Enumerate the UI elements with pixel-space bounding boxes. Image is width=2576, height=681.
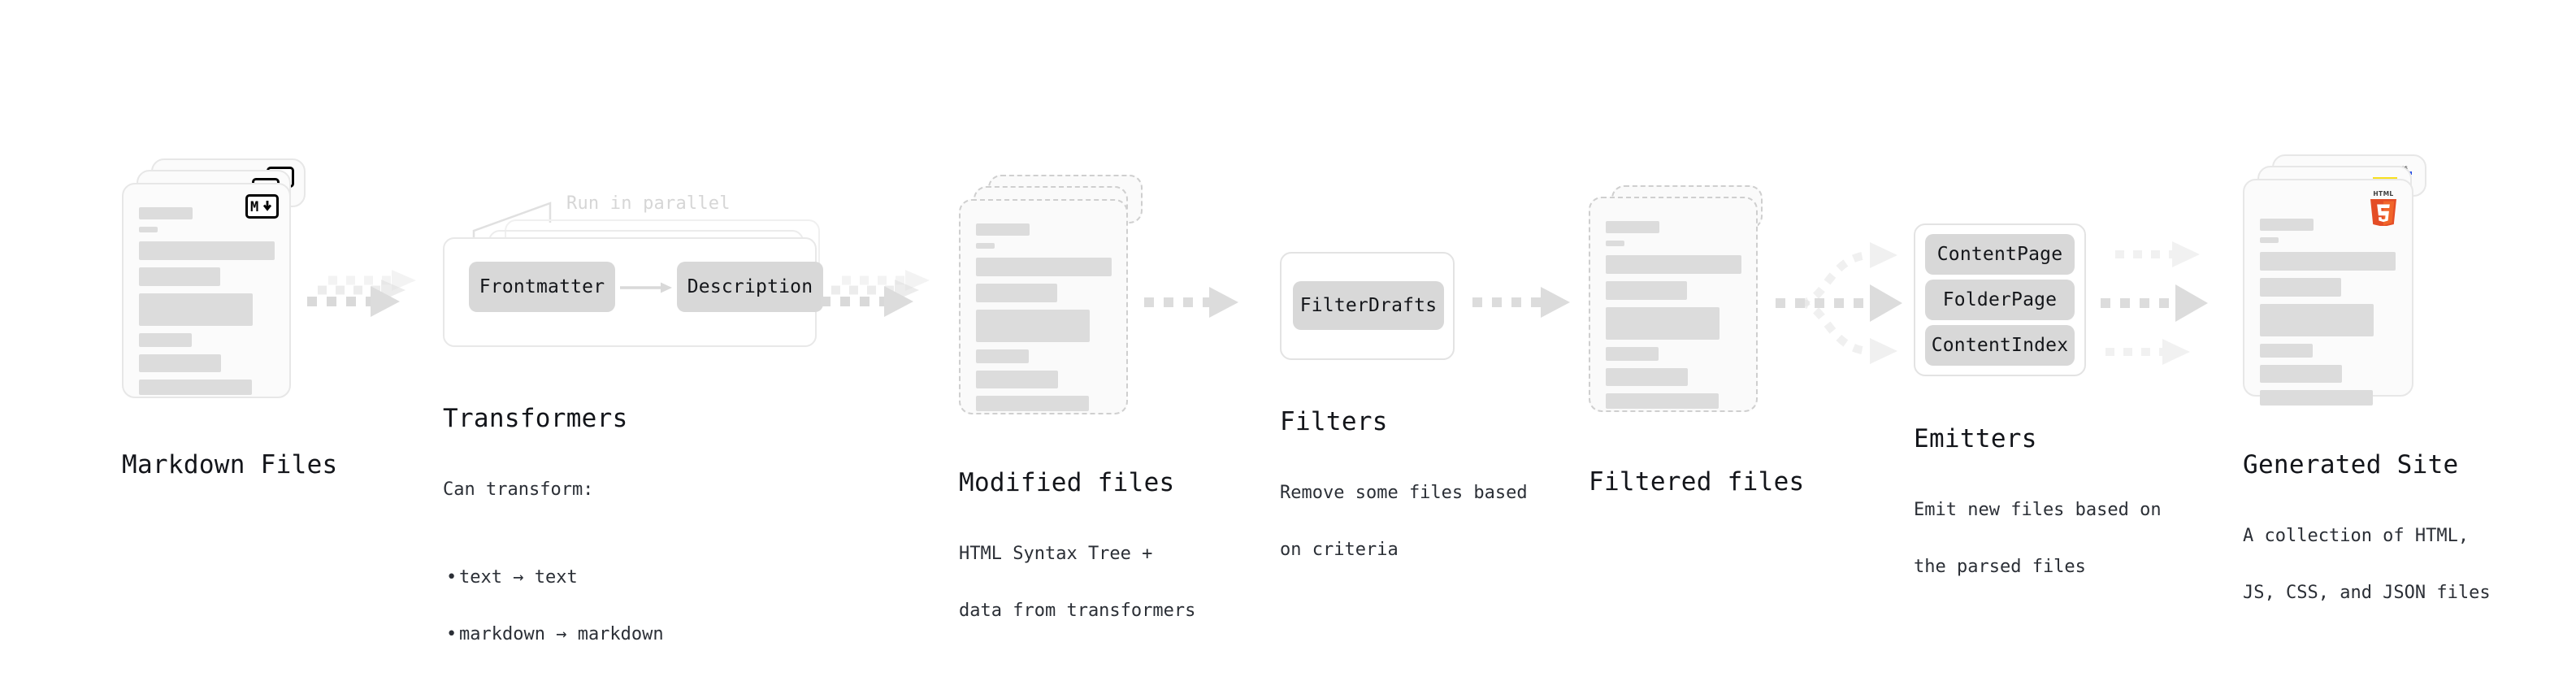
modified-card-stack — [959, 175, 1146, 419]
transformers-bullet: markdown → markdown — [443, 622, 768, 648]
emitters-description-line1: Emit new files based on — [1914, 499, 2162, 520]
generated-site-caption: Generated Site A collection of HTML, JS,… — [2243, 419, 2535, 637]
transformers-bullet-list: text → text markdown → markdown html → h… — [443, 534, 768, 681]
html5-icon: HTML — [2366, 189, 2400, 226]
transformer-arrow — [620, 282, 672, 293]
connector-emitters-to-site — [2101, 228, 2263, 382]
markdown-files-label: Markdown Files — [122, 450, 338, 479]
filtered-files-caption: Filtered files — [1589, 436, 1805, 529]
filters-label: Filters — [1280, 407, 1388, 436]
site-card-stack: CSS HTML — [2243, 154, 2446, 414]
svg-text:M: M — [250, 199, 258, 214]
transformers-caption: Transformers Can transform: text → text … — [443, 372, 768, 681]
generated-site-label: Generated Site — [2243, 450, 2459, 479]
stage-markdown-files: M M M — [122, 158, 337, 479]
modified-files-description-line1: HTML Syntax Tree + — [959, 543, 1153, 564]
svg-text:HTML: HTML — [2373, 190, 2393, 197]
filter-node-filterdrafts[interactable]: FilterDrafts — [1293, 281, 1444, 330]
transformers-label: Transformers — [443, 404, 628, 433]
transformer-node-description[interactable]: Description — [677, 262, 823, 312]
connector-markdown-to-transformers — [307, 268, 453, 341]
modified-files-label: Modified files — [959, 468, 1175, 497]
transformers-bullet: text → text — [443, 565, 768, 591]
filtered-card-front — [1589, 197, 1758, 412]
transformers-bullet: html → html — [443, 678, 768, 681]
connector-filters-to-filtered — [1472, 286, 1602, 327]
generated-site-description-line2: JS, CSS, and JSON files — [2243, 582, 2491, 603]
modified-files-caption: Modified files HTML Syntax Tree + data f… — [959, 436, 1235, 655]
stage-generated-site: CSS HTML — [2243, 154, 2491, 603]
run-in-parallel-label: Run in parallel — [566, 193, 731, 214]
modified-files-description-line2: data from transformers — [959, 600, 1196, 621]
modified-card-front — [959, 199, 1128, 414]
filters-caption: Filters Remove some files based on crite… — [1280, 375, 1548, 594]
filtered-files-label: Filtered files — [1589, 467, 1805, 497]
filtered-card-stack — [1589, 185, 1776, 429]
transformers-intro: Can transform: — [443, 479, 594, 500]
connector-filtered-to-emitters — [1776, 226, 1938, 380]
filters-description-line1: Remove some files based — [1280, 482, 1528, 503]
markdown-card-front: M — [122, 183, 291, 398]
emitters-label: Emitters — [1914, 424, 2037, 453]
stage-filtered-files: Filtered files — [1589, 185, 1804, 497]
transformer-node-frontmatter[interactable]: Frontmatter — [469, 262, 615, 312]
emitter-node-contentindex[interactable]: ContentIndex — [1925, 325, 2075, 366]
filters-description-line2: on criteria — [1280, 539, 1399, 560]
emitters-caption: Emitters Emit new files based on the par… — [1914, 393, 2190, 611]
markdown-files-caption: Markdown Files — [122, 419, 338, 512]
emitter-node-contentpage[interactable]: ContentPage — [1925, 234, 2075, 275]
markdown-icon: M — [245, 194, 279, 219]
emitter-node-folderpage[interactable]: FolderPage — [1925, 280, 2075, 320]
site-card-front: HTML — [2243, 179, 2413, 406]
connector-modified-to-filters — [1144, 286, 1266, 327]
emitters-description-line2: the parsed files — [1914, 556, 2086, 577]
generated-site-description-line1: A collection of HTML, — [2243, 525, 2470, 546]
stage-modified-files: Modified files HTML Syntax Tree + data f… — [959, 175, 1195, 621]
connector-transformers-to-modified — [821, 268, 967, 341]
markdown-card-stack: M M M — [122, 158, 309, 402]
